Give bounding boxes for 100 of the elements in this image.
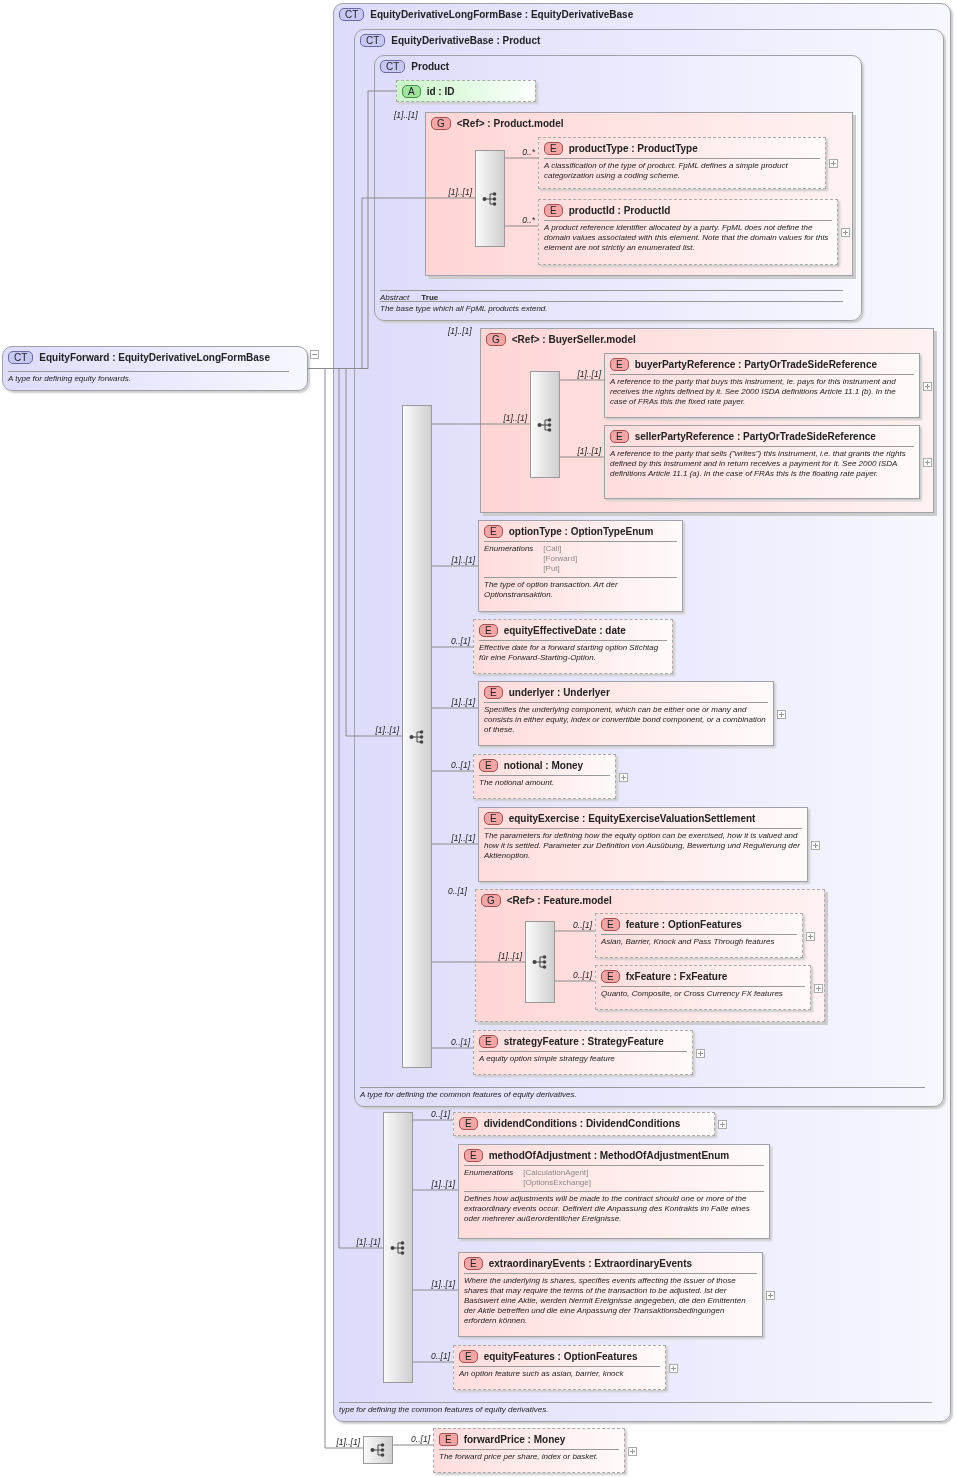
multiplicity-label: [1]..[1] [448, 187, 472, 197]
connector-line [504, 157, 539, 159]
description-text: A type for defining equity forwards. [8, 371, 289, 387]
node-title: EquityDerivativeLongFormBase : EquityDerivativeBase [370, 9, 634, 20]
description-text: The notional amount. [479, 775, 610, 791]
connector-line [559, 456, 605, 458]
element-box [478, 520, 683, 612]
multiplicity-label: 0..[1] [431, 1109, 450, 1119]
type-box [354, 29, 944, 1107]
node-title: EquityDerivativeBase : Product [391, 35, 541, 46]
multiplicity-label: [1]..[1] [448, 326, 472, 336]
multiplicity-label: 0..[1] [451, 1037, 470, 1047]
type-badge: G [431, 117, 451, 130]
node-title: optionType : OptionTypeEnum [508, 526, 654, 537]
connector-line [431, 423, 531, 425]
group-box [425, 112, 853, 276]
enumeration-label: Enumerations [464, 1168, 514, 1179]
description-text: A type for defining the common features of equity derivatives. [360, 1087, 925, 1103]
sequence-compositor [530, 371, 560, 478]
multiplicity-label: 0..[1] [573, 920, 592, 930]
type-badge: G [486, 333, 506, 346]
description-text: The parameters for defining how the equity option can be exercised, how it is valued and how it is settled. Parameter zur Definition von Ausübung, Bewertung und Regulierung der Aktienoption. [484, 828, 802, 864]
multiplicity-label: [1]..[1] [451, 833, 475, 843]
description-text: The base type which all FpML products extend. [380, 301, 843, 317]
type-badge: E [610, 430, 629, 443]
multiplicity-label: 0..[1] [451, 760, 470, 770]
node-title: buyerPartyReference : PartyOrTradeSideReference [634, 359, 877, 370]
multiplicity-label: 0..[1] [451, 636, 470, 646]
attribute-box [396, 80, 536, 102]
property-label: Abstract [380, 293, 410, 302]
connector-line [554, 930, 596, 932]
node-title: <Ref> : Product.model [456, 118, 564, 129]
element-box [538, 137, 826, 189]
node-title: methodOfAdjustment : MethodOfAdjustmentEnum [488, 1150, 730, 1161]
node-title: sellerPartyReference : PartyOrTradeSideReference [634, 431, 876, 442]
type-badge: E [479, 759, 498, 772]
connector-line [392, 1444, 434, 1446]
multiplicity-label: [1]..[1] [394, 110, 418, 120]
connector-line [559, 379, 605, 381]
element-box [473, 754, 616, 799]
enumeration-label: Enumerations [484, 544, 534, 555]
multiplicity-label: [1]..[1] [498, 951, 522, 961]
description-text: A equity option simple strategy feature [479, 1051, 687, 1067]
multiplicity-label: 0..[1] [448, 886, 467, 896]
description-text: A reference to the party that sells ("writes") this instrument, i.e. that grants the rights defined by this instrument and in return receives a payment for it. See 2000 ISDA definitions Article 11.1 (a). In the case of FRAs this is the floating rate payer. [610, 446, 914, 482]
element-box [453, 1112, 715, 1136]
description-text: A reference to the party that buys this instrument, ie. pays for this instrument and receives the rights defined by it. See 2000 ISDA definitions Article 11.1 (b). In the case of FRAs this the fixed rate payer. [610, 374, 914, 410]
element-box [604, 425, 920, 499]
type-badge: E [544, 142, 563, 155]
type-badge: E [484, 525, 503, 538]
node-title: strategyFeature : StrategyFeature [503, 1036, 664, 1047]
description-text: type for defining the common features of equity derivatives. [339, 1402, 932, 1418]
element-box [433, 1428, 625, 1473]
multiplicity-label: [1]..[1] [431, 1279, 455, 1289]
connector-line [431, 565, 479, 567]
type-box [333, 3, 951, 1422]
multiplicity-label: [1]..[1] [356, 1237, 380, 1247]
type-badge: CT [8, 351, 34, 364]
node-title: equityExercise : EquityExerciseValuationSettlement [508, 813, 756, 824]
type-badge: E [479, 624, 498, 637]
node-title: Product [411, 61, 450, 72]
node-title: productId : ProductId [568, 205, 671, 216]
group-box [475, 889, 825, 1022]
multiplicity-label: 0..* [522, 147, 535, 157]
element-box [453, 1345, 666, 1390]
node-title: dividendConditions : DividendConditions [483, 1118, 681, 1129]
type-badge: E [484, 686, 503, 699]
element-box [458, 1144, 770, 1239]
connector-line [431, 843, 479, 845]
type-badge: E [484, 812, 503, 825]
group-box [480, 328, 934, 513]
connector-line [504, 225, 539, 227]
description-text: The type of option transaction. Art der Optionstransaktion. [484, 577, 677, 603]
description-text: A classification of the type of product. FpML defines a simple product categorization using a coding scheme. [544, 158, 820, 184]
connector-line [412, 1289, 459, 1291]
description-text: Effective date for a forward starting option Stichtag für eine Forward-Starting-Option. [479, 640, 667, 666]
element-box [604, 353, 920, 418]
node-title: underlyer : Underlyer [508, 687, 610, 698]
node-title: <Ref> : Feature.model [506, 895, 612, 906]
connector-line [412, 1119, 454, 1121]
sequence-compositor [363, 1436, 393, 1464]
connector-line [431, 1047, 474, 1049]
sequence-compositor [525, 921, 555, 1003]
multiplicity-label: 0..* [522, 215, 535, 225]
type-badge: E [601, 918, 620, 931]
element-box [595, 965, 811, 1010]
type-badge: E [459, 1350, 478, 1363]
element-box [473, 619, 673, 674]
type-badge: E [610, 358, 629, 371]
node-title: equityFeatures : OptionFeatures [483, 1351, 638, 1362]
node-title: id : ID [426, 86, 455, 97]
element-box [478, 681, 774, 746]
description-text: The forward price per share, index or basket. [439, 1449, 619, 1465]
type-box [2, 346, 308, 391]
node-title: notional : Money [503, 760, 584, 771]
element-box [458, 1252, 763, 1337]
multiplicity-label: [1]..[1] [336, 1437, 360, 1447]
connector-line [431, 707, 479, 709]
multiplicity-label: 0..[1] [431, 1351, 450, 1361]
description-text: A product reference identifier allocated by a party. FpML does not define the domain values associated with this element. Note that the domain values for this element are not strictly an enumerated list. [544, 220, 832, 256]
